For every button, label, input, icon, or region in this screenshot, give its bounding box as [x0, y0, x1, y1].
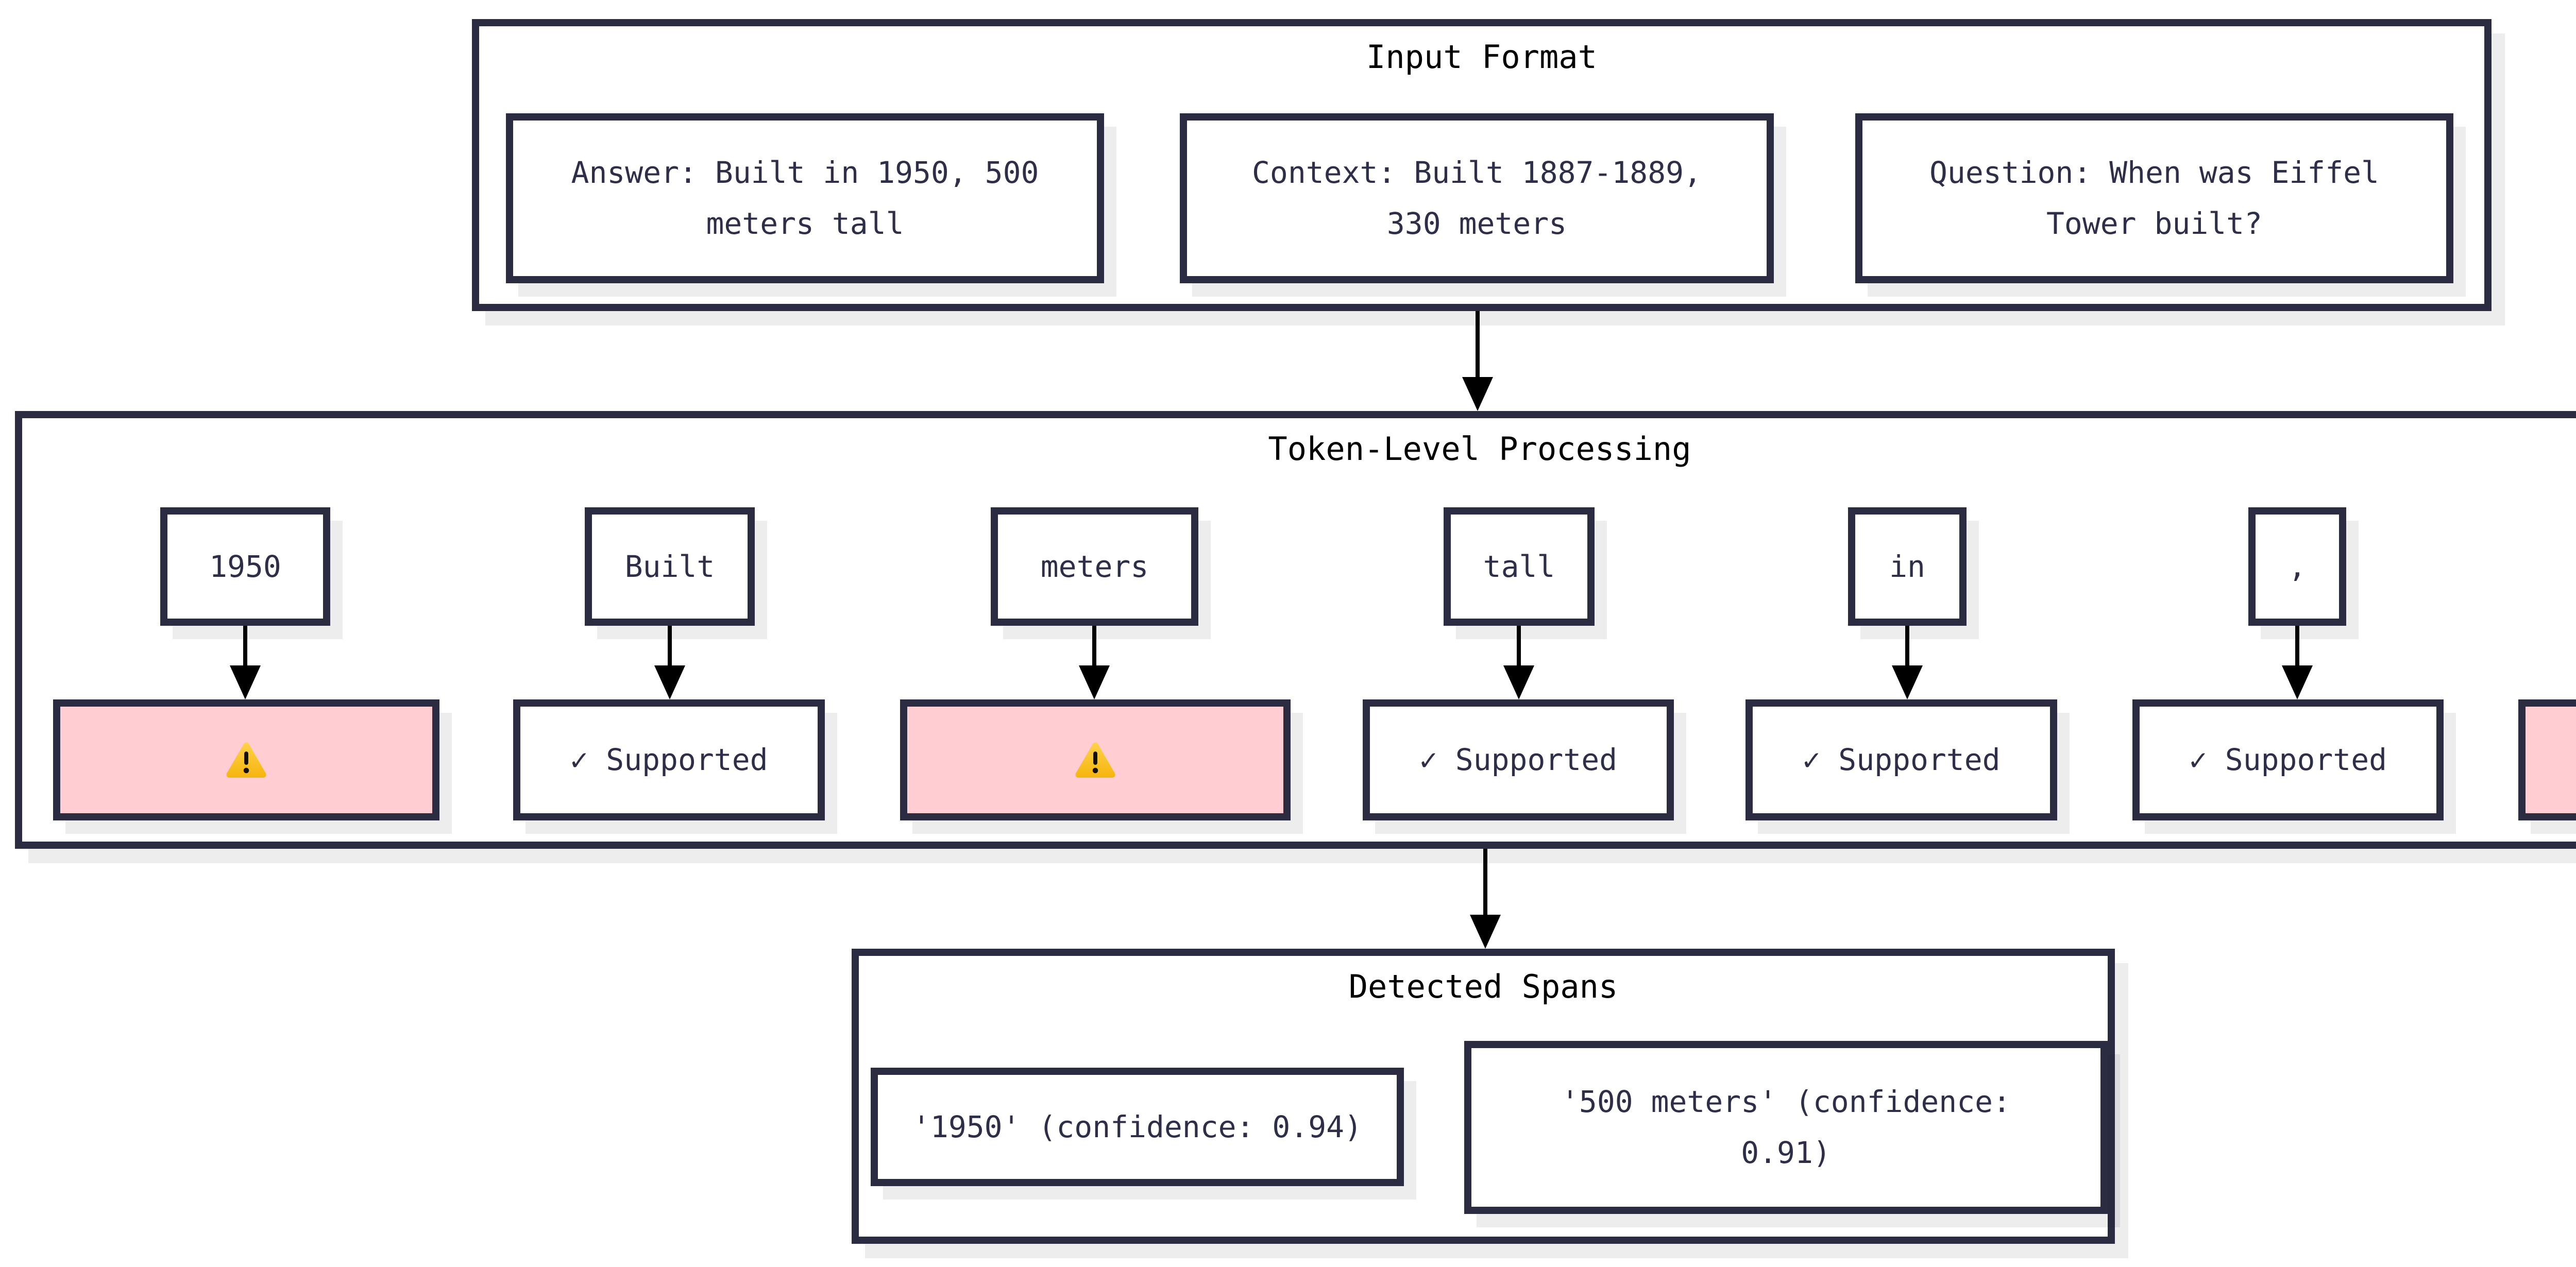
context-text: Context: Built 1887-1889, 330 meters [1252, 155, 1702, 241]
arrowhead-icon [230, 665, 261, 699]
edge-token-to-result [668, 626, 672, 667]
arrowhead-input-to-tokens [1462, 377, 1493, 411]
edge-token-to-result [243, 626, 247, 667]
arrowhead-icon [1503, 665, 1534, 699]
unsupported-result-node [900, 699, 1291, 820]
supported-label: ✓ Supported [1419, 742, 1618, 778]
span-node: '500 meters' (confidence: 0.91) [1464, 1041, 2108, 1214]
context-node: Context: Built 1887-1889, 330 meters [1180, 113, 1774, 283]
supported-result-node: ✓ Supported [1363, 699, 1674, 820]
edge-token-to-result [1905, 626, 1909, 667]
unsupported-result-node [53, 699, 439, 820]
supported-label: ✓ Supported [570, 742, 768, 778]
input-format-title: Input Format [1366, 38, 1597, 76]
token-node: in [1848, 507, 1967, 626]
token-node: 1950 [160, 507, 330, 626]
token-node: , [2248, 507, 2346, 626]
unsupported-result-node [2518, 699, 2576, 820]
supported-result-node: ✓ Supported [513, 699, 825, 820]
edge-token-to-result [2295, 626, 2299, 667]
supported-label: ✓ Supported [2189, 742, 2387, 778]
span-text: '500 meters' (confidence: 0.91) [1561, 1084, 2011, 1170]
warning-icon [226, 742, 266, 778]
token-processing-title: Token-Level Processing [1268, 430, 1691, 468]
edge-token-to-result [1092, 626, 1096, 667]
token-label: Built [624, 549, 715, 584]
token-label: , [2288, 549, 2307, 584]
span-node: '1950' (confidence: 0.94) [871, 1068, 1404, 1186]
token-node: meters [991, 507, 1198, 626]
answer-text: Answer: Built in 1950, 500 meters tall [571, 155, 1039, 241]
detected-spans-title: Detected Spans [1348, 968, 1618, 1005]
arrowhead-tokens-to-spans [1470, 915, 1501, 949]
supported-result-node: ✓ Supported [2132, 699, 2444, 820]
token-node: Built [585, 507, 755, 626]
question-text: Question: When was Eiffel Tower built? [1929, 155, 2379, 241]
token-label: in [1889, 549, 1925, 584]
input-format-group: Input Format Answer: Built in 1950, 500 … [472, 19, 2492, 311]
token-label: 1950 [209, 549, 281, 584]
arrowhead-icon [654, 665, 685, 699]
token-label: tall [1483, 549, 1555, 584]
arrowhead-icon [1079, 665, 1110, 699]
detected-spans-group: Detected Spans '1950' (confidence: 0.94)… [852, 949, 2115, 1244]
token-node: tall [1444, 507, 1595, 626]
supported-result-node: ✓ Supported [1745, 699, 2057, 820]
answer-node: Answer: Built in 1950, 500 meters tall [506, 113, 1104, 283]
edge-input-to-tokens [1476, 311, 1480, 379]
warning-icon [1075, 742, 1115, 778]
question-node: Question: When was Eiffel Tower built? [1855, 113, 2453, 283]
edge-token-to-result [1517, 626, 1521, 667]
supported-label: ✓ Supported [1802, 742, 2001, 778]
arrowhead-icon [1892, 665, 1923, 699]
arrowhead-icon [2282, 665, 2313, 699]
token-label: meters [1040, 549, 1149, 584]
span-text: '1950' (confidence: 0.94) [912, 1109, 1362, 1144]
token-processing-group: Token-Level Processing 1950 Built meters… [15, 411, 2576, 849]
edge-tokens-to-spans [1483, 849, 1487, 916]
